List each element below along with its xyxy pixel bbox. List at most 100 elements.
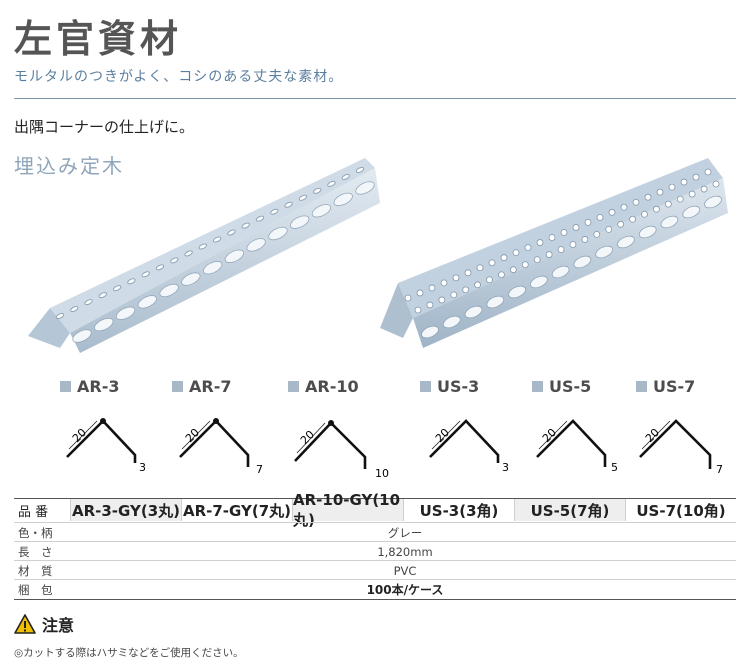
bead-hole <box>700 185 708 193</box>
spec-row-label: 材 質 <box>18 563 53 578</box>
model-swatch <box>172 381 183 392</box>
bead-hole <box>442 315 461 329</box>
bead-hole <box>533 256 541 263</box>
square-hole-bead-photo <box>380 158 728 348</box>
bead-hole <box>638 225 657 239</box>
model-label-us-7: US-7 <box>636 377 695 396</box>
bead-hole <box>137 295 157 309</box>
bead-hole <box>712 180 720 188</box>
bead-hole <box>476 264 484 272</box>
bead-hole <box>184 250 193 257</box>
bead-hole <box>70 306 79 313</box>
bead-hole <box>529 275 548 289</box>
bead-hole <box>181 272 201 286</box>
svg-text:7: 7 <box>716 463 723 476</box>
bead-hole <box>557 246 565 253</box>
bead-hole <box>290 215 310 229</box>
bead-hole <box>416 289 424 297</box>
svg-text:20: 20 <box>540 426 559 445</box>
svg-text:20: 20 <box>298 428 317 447</box>
bead-hole <box>355 166 365 174</box>
spec-product-cell: AR-10-GY(10丸) <box>292 491 403 529</box>
bead-hole <box>584 219 592 226</box>
bead-hole <box>512 249 520 257</box>
bead-hole <box>548 234 556 241</box>
bead-hole <box>440 279 448 287</box>
bead-hole <box>450 291 458 299</box>
model-swatch <box>420 381 431 392</box>
bead-hole <box>312 187 322 194</box>
bead-hole <box>227 229 236 236</box>
svg-text:3: 3 <box>139 461 146 474</box>
spec-header-label: 品 番 <box>18 504 49 520</box>
bead-hole <box>551 265 570 279</box>
bead-hole <box>198 243 208 250</box>
bead-hole <box>524 244 532 251</box>
lead-text: 出隅コーナーの仕上げに。 <box>14 118 195 136</box>
bead-hole <box>498 271 505 279</box>
title-divider <box>14 98 736 99</box>
bead-hole <box>560 229 568 236</box>
bead-hole <box>595 245 614 259</box>
profile-diagram-ar-10: 20 10 <box>294 420 389 480</box>
bead-hole <box>521 261 529 269</box>
bead-hole <box>572 224 580 231</box>
bead-hole <box>452 274 460 282</box>
bead-hole <box>55 312 65 320</box>
bead-hole <box>426 301 434 309</box>
bead-hole <box>246 238 266 252</box>
bead-hole <box>84 299 93 306</box>
bead-hole <box>680 178 688 186</box>
spec-product-cell: US-3(3角) <box>403 499 514 521</box>
spec-product-cell: US-7(10角) <box>625 499 736 521</box>
bead-hole <box>141 271 150 278</box>
spec-top-rule <box>14 498 736 499</box>
spec-row-value: PVC <box>393 563 417 578</box>
bead-hole <box>298 194 308 201</box>
caution-note: ◎カットする際はハサミなどをご使用ください。 <box>14 647 244 659</box>
bead-hole <box>98 292 108 299</box>
bead-hole <box>270 208 279 215</box>
bead-hole <box>284 201 293 208</box>
profile-diagram-ar-7: 20 7 <box>179 418 263 476</box>
spec-product-cell: AR-7-GY(7丸) <box>181 499 292 521</box>
bead-hole <box>596 213 604 221</box>
bead-hole <box>569 241 577 248</box>
bead-hole <box>486 295 505 309</box>
bead-hole <box>536 239 544 246</box>
bead-hole <box>421 325 439 339</box>
profile-diagram-us-7: 20 7 <box>639 419 723 476</box>
model-label-us-5: US-5 <box>532 377 591 396</box>
spec-row-value: 100本/ケース <box>366 583 444 597</box>
bead-hole <box>224 249 245 263</box>
bead-hole <box>127 278 136 285</box>
spec-row-label: 色・柄 <box>18 525 53 540</box>
bead-hole <box>438 296 446 304</box>
bead-hole <box>593 231 601 238</box>
svg-text:5: 5 <box>611 461 618 474</box>
section-title: 埋込み定木 <box>14 154 124 178</box>
model-swatch <box>636 381 647 392</box>
bead-hole <box>464 269 472 277</box>
spec-row-packing: 梱 包 100本/ケース <box>14 579 736 599</box>
bead-hole <box>581 236 589 243</box>
bead-hole <box>404 294 412 302</box>
bead-hole <box>94 317 114 332</box>
bead-hole <box>72 329 92 343</box>
svg-text:7: 7 <box>256 463 263 476</box>
bead-hole <box>474 281 481 289</box>
bead-hole <box>155 264 165 271</box>
bead-hole <box>112 285 122 292</box>
bead-hole <box>545 251 553 258</box>
profile-diagram-us-3: 20 3 <box>429 419 509 474</box>
bead-hole <box>629 215 636 223</box>
bead-hole <box>311 204 332 218</box>
bead-hole <box>620 203 628 211</box>
model-swatch <box>288 381 299 392</box>
bead-hole <box>641 210 648 218</box>
bead-hole <box>676 195 684 203</box>
warning-icon <box>14 614 36 634</box>
bead-hole <box>617 235 635 249</box>
bead-hole <box>212 236 222 243</box>
bead-hole <box>605 225 613 233</box>
